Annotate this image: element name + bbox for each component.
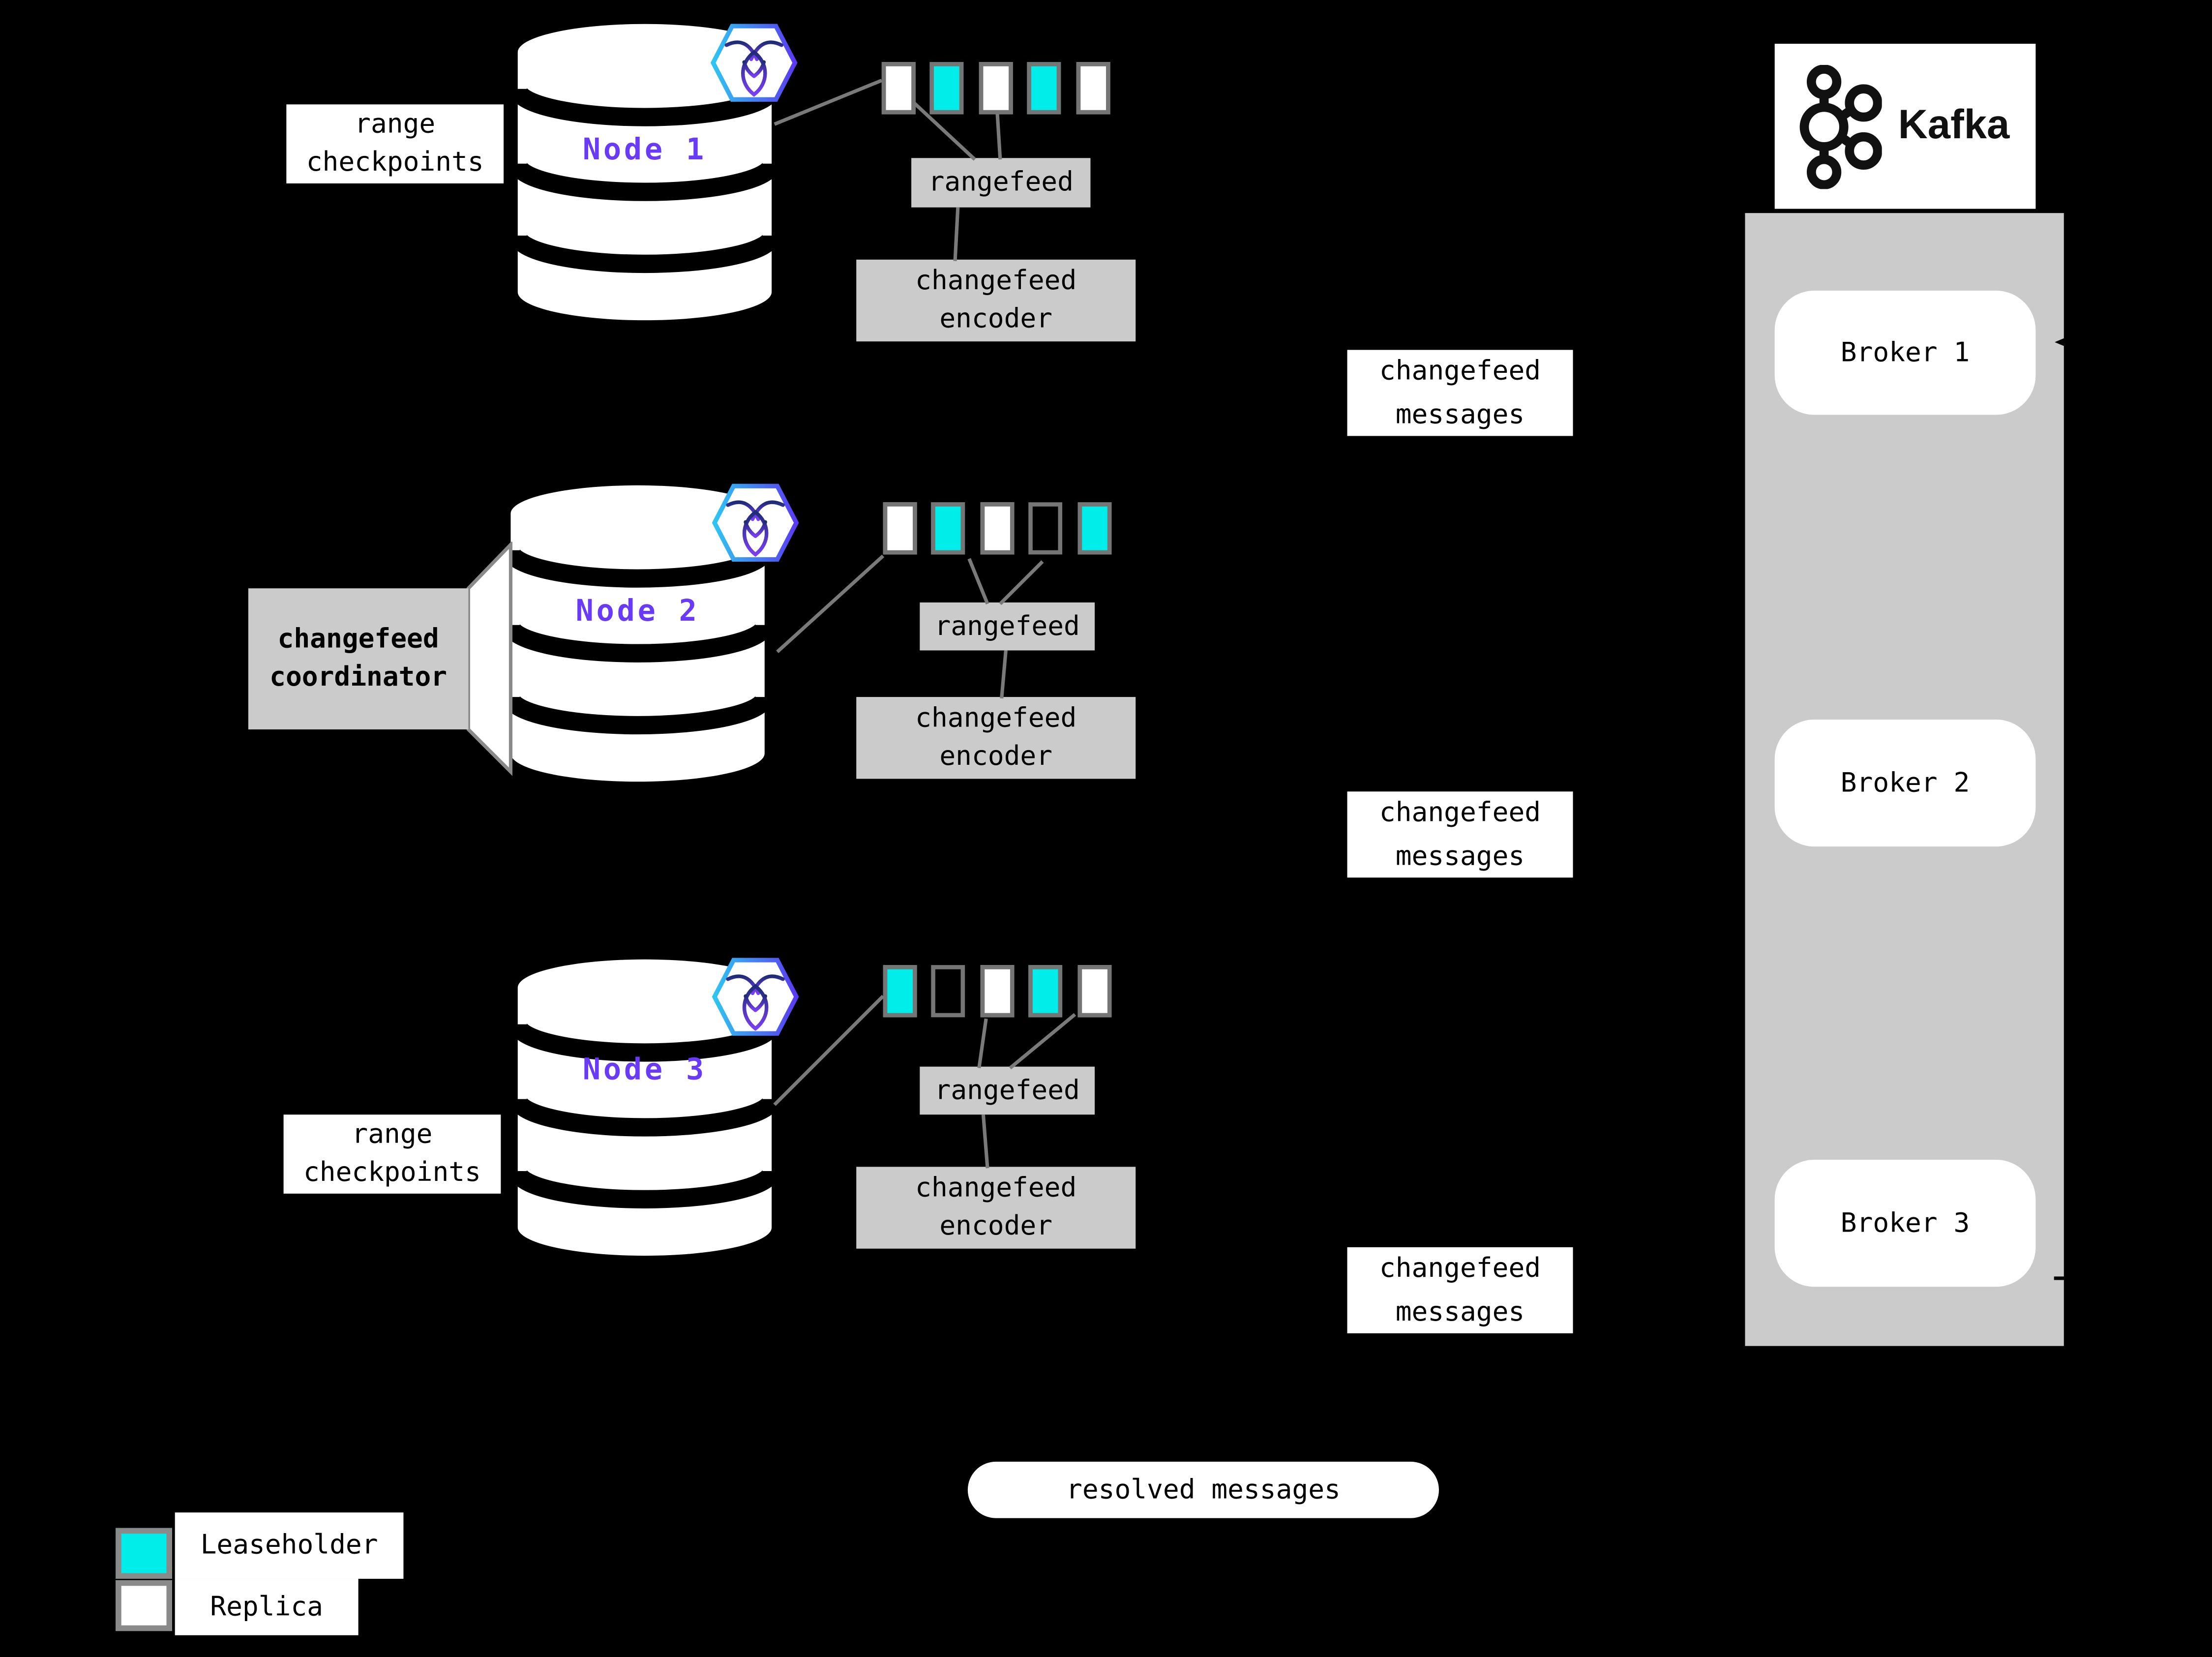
changefeed-coordinator-box: changefeed coordinator bbox=[248, 588, 469, 730]
node-3-label: Node 3 bbox=[582, 1052, 707, 1086]
cockroachdb-hexagon-icon bbox=[712, 483, 799, 562]
cockroachdb-hexagon-icon bbox=[710, 24, 798, 102]
node-1-range-2 bbox=[929, 62, 964, 115]
cockroachdb-hexagon-icon bbox=[712, 958, 799, 1036]
broker-1-label: Broker 1 bbox=[1840, 337, 1970, 368]
node-3-rangefeed-box: rangefeed bbox=[920, 1066, 1095, 1115]
kafka-wordmark: Kafka bbox=[1898, 103, 2010, 149]
node-2-label: Node 2 bbox=[575, 594, 700, 628]
node-2-cylinder bbox=[508, 485, 768, 782]
node-1-cylinder bbox=[515, 24, 775, 321]
node-2-range-1 bbox=[883, 502, 917, 555]
node-2-changefeed-messages-label: changefeed messages bbox=[1347, 791, 1573, 878]
node-1-range-4 bbox=[1027, 62, 1061, 115]
node-3-changefeed-encoder-box: changefeed encoder bbox=[856, 1167, 1136, 1249]
legend-leaseholder-swatch bbox=[116, 1528, 172, 1579]
range-checkpoints-label-top: range checkpoints bbox=[286, 104, 504, 183]
node-1-range-3 bbox=[979, 62, 1013, 115]
kafka-broker-1: Broker 1 bbox=[1774, 290, 2036, 415]
legend-leaseholder-label: Leaseholder bbox=[175, 1512, 404, 1579]
node-3-range-1 bbox=[883, 965, 917, 1018]
node-1-changefeed-messages-label: changefeed messages bbox=[1347, 350, 1573, 436]
node-3-cylinder bbox=[515, 959, 775, 1256]
node-2-range-3 bbox=[980, 502, 1015, 555]
node-2-range-5 bbox=[1077, 502, 1112, 555]
node-1-changefeed-encoder-box: changefeed encoder bbox=[856, 259, 1136, 342]
node-1-range-5 bbox=[1076, 62, 1110, 115]
legend-replica-swatch bbox=[116, 1580, 172, 1631]
range-checkpoints-label-bottom: range checkpoints bbox=[283, 1115, 501, 1194]
kafka-broker-2: Broker 2 bbox=[1774, 719, 2036, 847]
node-1-rangefeed-box: rangefeed bbox=[911, 158, 1091, 208]
resolved-messages-label: resolved messages bbox=[967, 1461, 1439, 1518]
node-2-range-4 bbox=[1028, 502, 1063, 555]
node-2-range-2 bbox=[931, 502, 965, 555]
kafka-logo-icon bbox=[1799, 64, 1882, 189]
node-3-range-5 bbox=[1077, 965, 1112, 1018]
legend-replica-label: Replica bbox=[175, 1578, 359, 1635]
node-1-label: Node 1 bbox=[582, 132, 707, 167]
node-2-changefeed-encoder-box: changefeed encoder bbox=[856, 697, 1136, 779]
broker-2-label: Broker 2 bbox=[1840, 767, 1970, 799]
broker-3-label: Broker 3 bbox=[1840, 1207, 1970, 1239]
node-3-range-3 bbox=[980, 965, 1015, 1018]
coordinator-flap-shape bbox=[466, 542, 513, 776]
node-3-range-4 bbox=[1028, 965, 1063, 1018]
node-3-changefeed-messages-label: changefeed messages bbox=[1347, 1247, 1573, 1333]
node-3-range-2 bbox=[931, 965, 965, 1018]
kafka-broker-3: Broker 3 bbox=[1774, 1160, 2036, 1287]
node-2-rangefeed-box: rangefeed bbox=[920, 602, 1095, 651]
node-1-range-1 bbox=[881, 62, 916, 115]
kafka-logo-box: Kafka bbox=[1774, 43, 2036, 209]
